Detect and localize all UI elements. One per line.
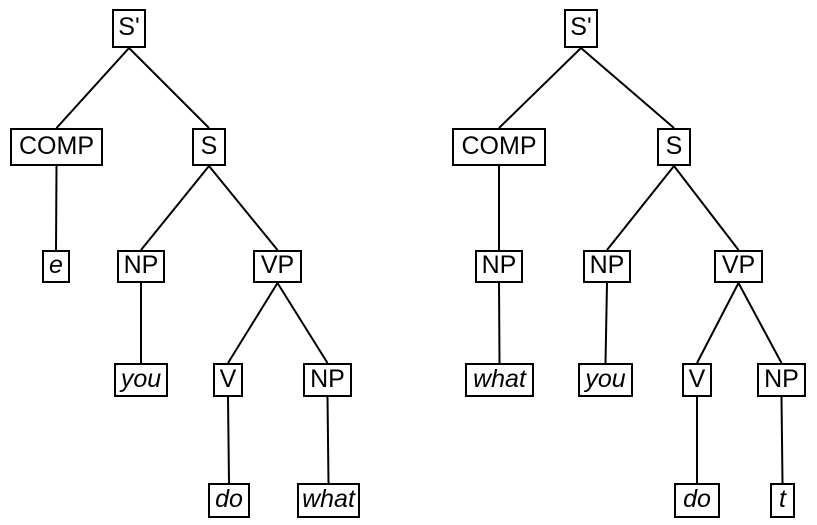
tree-node-label: V [219,364,237,393]
tree-node-l-vp: VP [253,250,302,283]
tree-node-l-do: do [208,483,250,518]
tree-node-r-you: you [578,363,633,397]
tree-node-label: VP [721,251,756,279]
tree-edge [780,396,784,484]
tree-edge [55,47,130,129]
tree-edge [737,282,783,364]
tree-edge [673,165,740,251]
tree-edge [227,282,279,364]
tree-node-label: you [120,364,162,393]
tree-edge [208,165,279,251]
tree-edge [498,47,582,129]
tree-node-label: t [779,485,786,513]
tree-node-r-do: do [674,483,720,518]
tree-node-label: do [683,485,711,513]
tree-edge [326,396,330,484]
tree-node-r-what: what [465,363,534,397]
tree-node-l-s: S [192,128,226,166]
tree-node-l-comp: COMP [10,128,103,166]
tree-edge [580,47,675,129]
tree-node-r-comp: COMP [452,128,546,166]
tree-node-r-np-comp: NP [475,250,523,283]
tree-node-l-you: you [114,363,168,397]
tree-node-l-sbar: S' [112,9,146,48]
tree-node-label: what [473,364,526,393]
tree-node-l-v: V [213,363,243,397]
tree-edge [606,165,675,251]
tree-edge [276,282,329,364]
tree-node-label: what [302,485,355,513]
tree-node-label: S [200,131,218,160]
tree-node-label: e [49,251,63,279]
tree-edge [55,165,58,251]
tree-node-r-np-obj: NP [757,363,806,397]
tree-node-r-s: S [657,128,691,166]
tree-node-label: S' [570,13,592,41]
tree-edge [696,282,740,364]
tree-node-l-np-subj: NP [117,250,165,283]
tree-node-r-vp: VP [714,250,763,283]
tree-node-l-np-obj: NP [303,363,352,397]
tree-node-label: NP [310,364,345,393]
tree-node-label: S [665,131,683,160]
tree-node-label: VP [260,251,295,279]
tree-node-label: V [688,364,706,393]
tree-edge [140,165,210,251]
tree-node-r-sbar: S' [564,9,598,48]
tree-node-label: NP [589,251,625,279]
tree-node-l-what: what [297,483,360,518]
tree-node-label: you [585,364,626,393]
tree-edge [227,396,230,484]
tree-node-l-e: e [42,250,70,283]
tree-node-r-np-subj: NP [583,250,631,283]
tree-node-label: do [215,485,243,513]
tree-edge [128,47,210,129]
tree-node-label: NP [123,251,159,279]
tree-node-label: NP [764,364,799,393]
tree-node-r-v: V [682,363,712,397]
tree-node-label: S' [118,13,140,41]
tree-node-label: NP [481,251,517,279]
tree-node-r-t: t [770,483,795,518]
tree-node-label: COMP [19,131,94,160]
tree-node-label: COMP [461,131,537,160]
tree-edge [498,282,501,364]
tree-edge [604,282,608,364]
